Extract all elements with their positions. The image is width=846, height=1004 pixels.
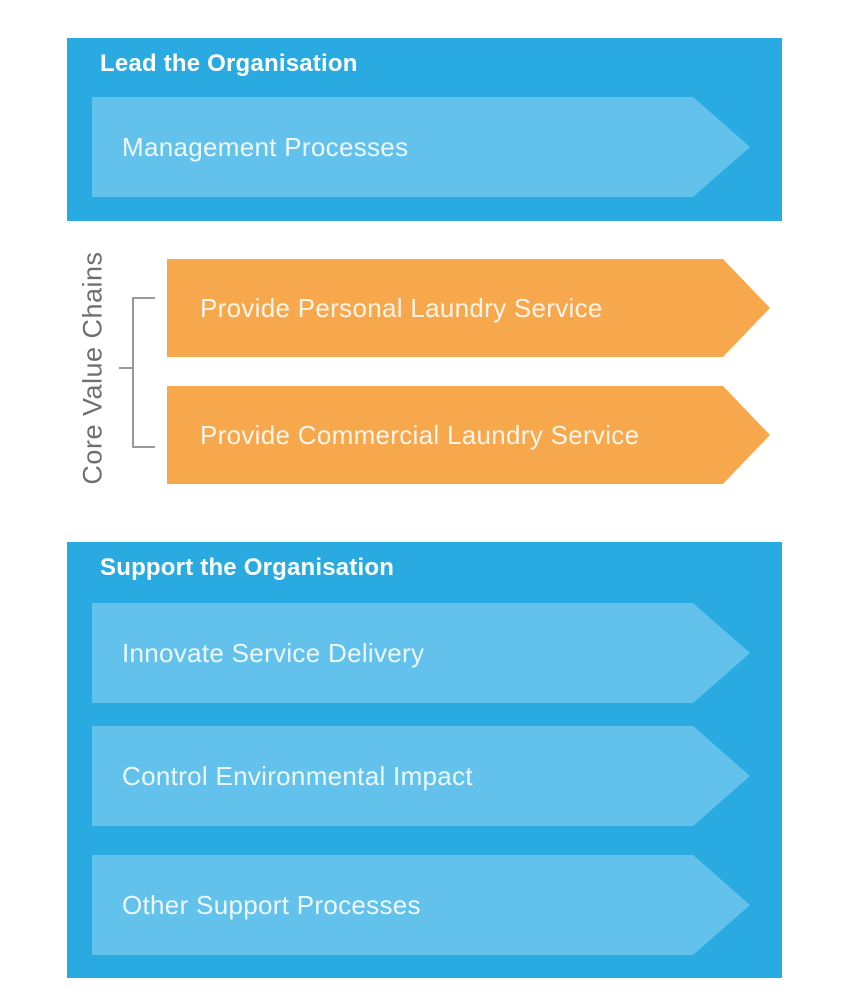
other-support-processes-label: Other Support Processes (122, 889, 421, 920)
commercial-laundry-arrow: Provide Commercial Laundry Service (167, 386, 770, 484)
core-value-chains-label: Core Value Chains (77, 251, 108, 485)
other-support-processes-arrow: Other Support Processes (92, 855, 750, 955)
management-processes-arrow: Management Processes (92, 97, 750, 197)
control-environmental-impact-label: Control Environmental Impact (122, 760, 473, 791)
innovate-service-delivery-arrow: Innovate Service Delivery (92, 603, 750, 703)
control-environmental-impact-arrow: Control Environmental Impact (92, 726, 750, 826)
innovate-service-delivery-label: Innovate Service Delivery (122, 637, 425, 668)
management-processes-label: Management Processes (122, 131, 409, 162)
lead-section-title: Lead the Organisation (100, 50, 358, 77)
bracket-middle-tick (119, 367, 132, 369)
commercial-laundry-label: Provide Commercial Laundry Service (200, 419, 640, 450)
personal-laundry-arrow: Provide Personal Laundry Service (167, 259, 770, 357)
support-section-title: Support the Organisation (100, 554, 395, 581)
bracket-bottom-tick (132, 446, 155, 448)
bracket-top-tick (132, 297, 155, 299)
lead-organisation-section: Lead the Organisation Management Process… (67, 38, 782, 221)
support-organisation-section: Support the Organisation Innovate Servic… (67, 542, 782, 978)
bracket-vertical-line (132, 297, 134, 448)
personal-laundry-label: Provide Personal Laundry Service (200, 292, 603, 323)
